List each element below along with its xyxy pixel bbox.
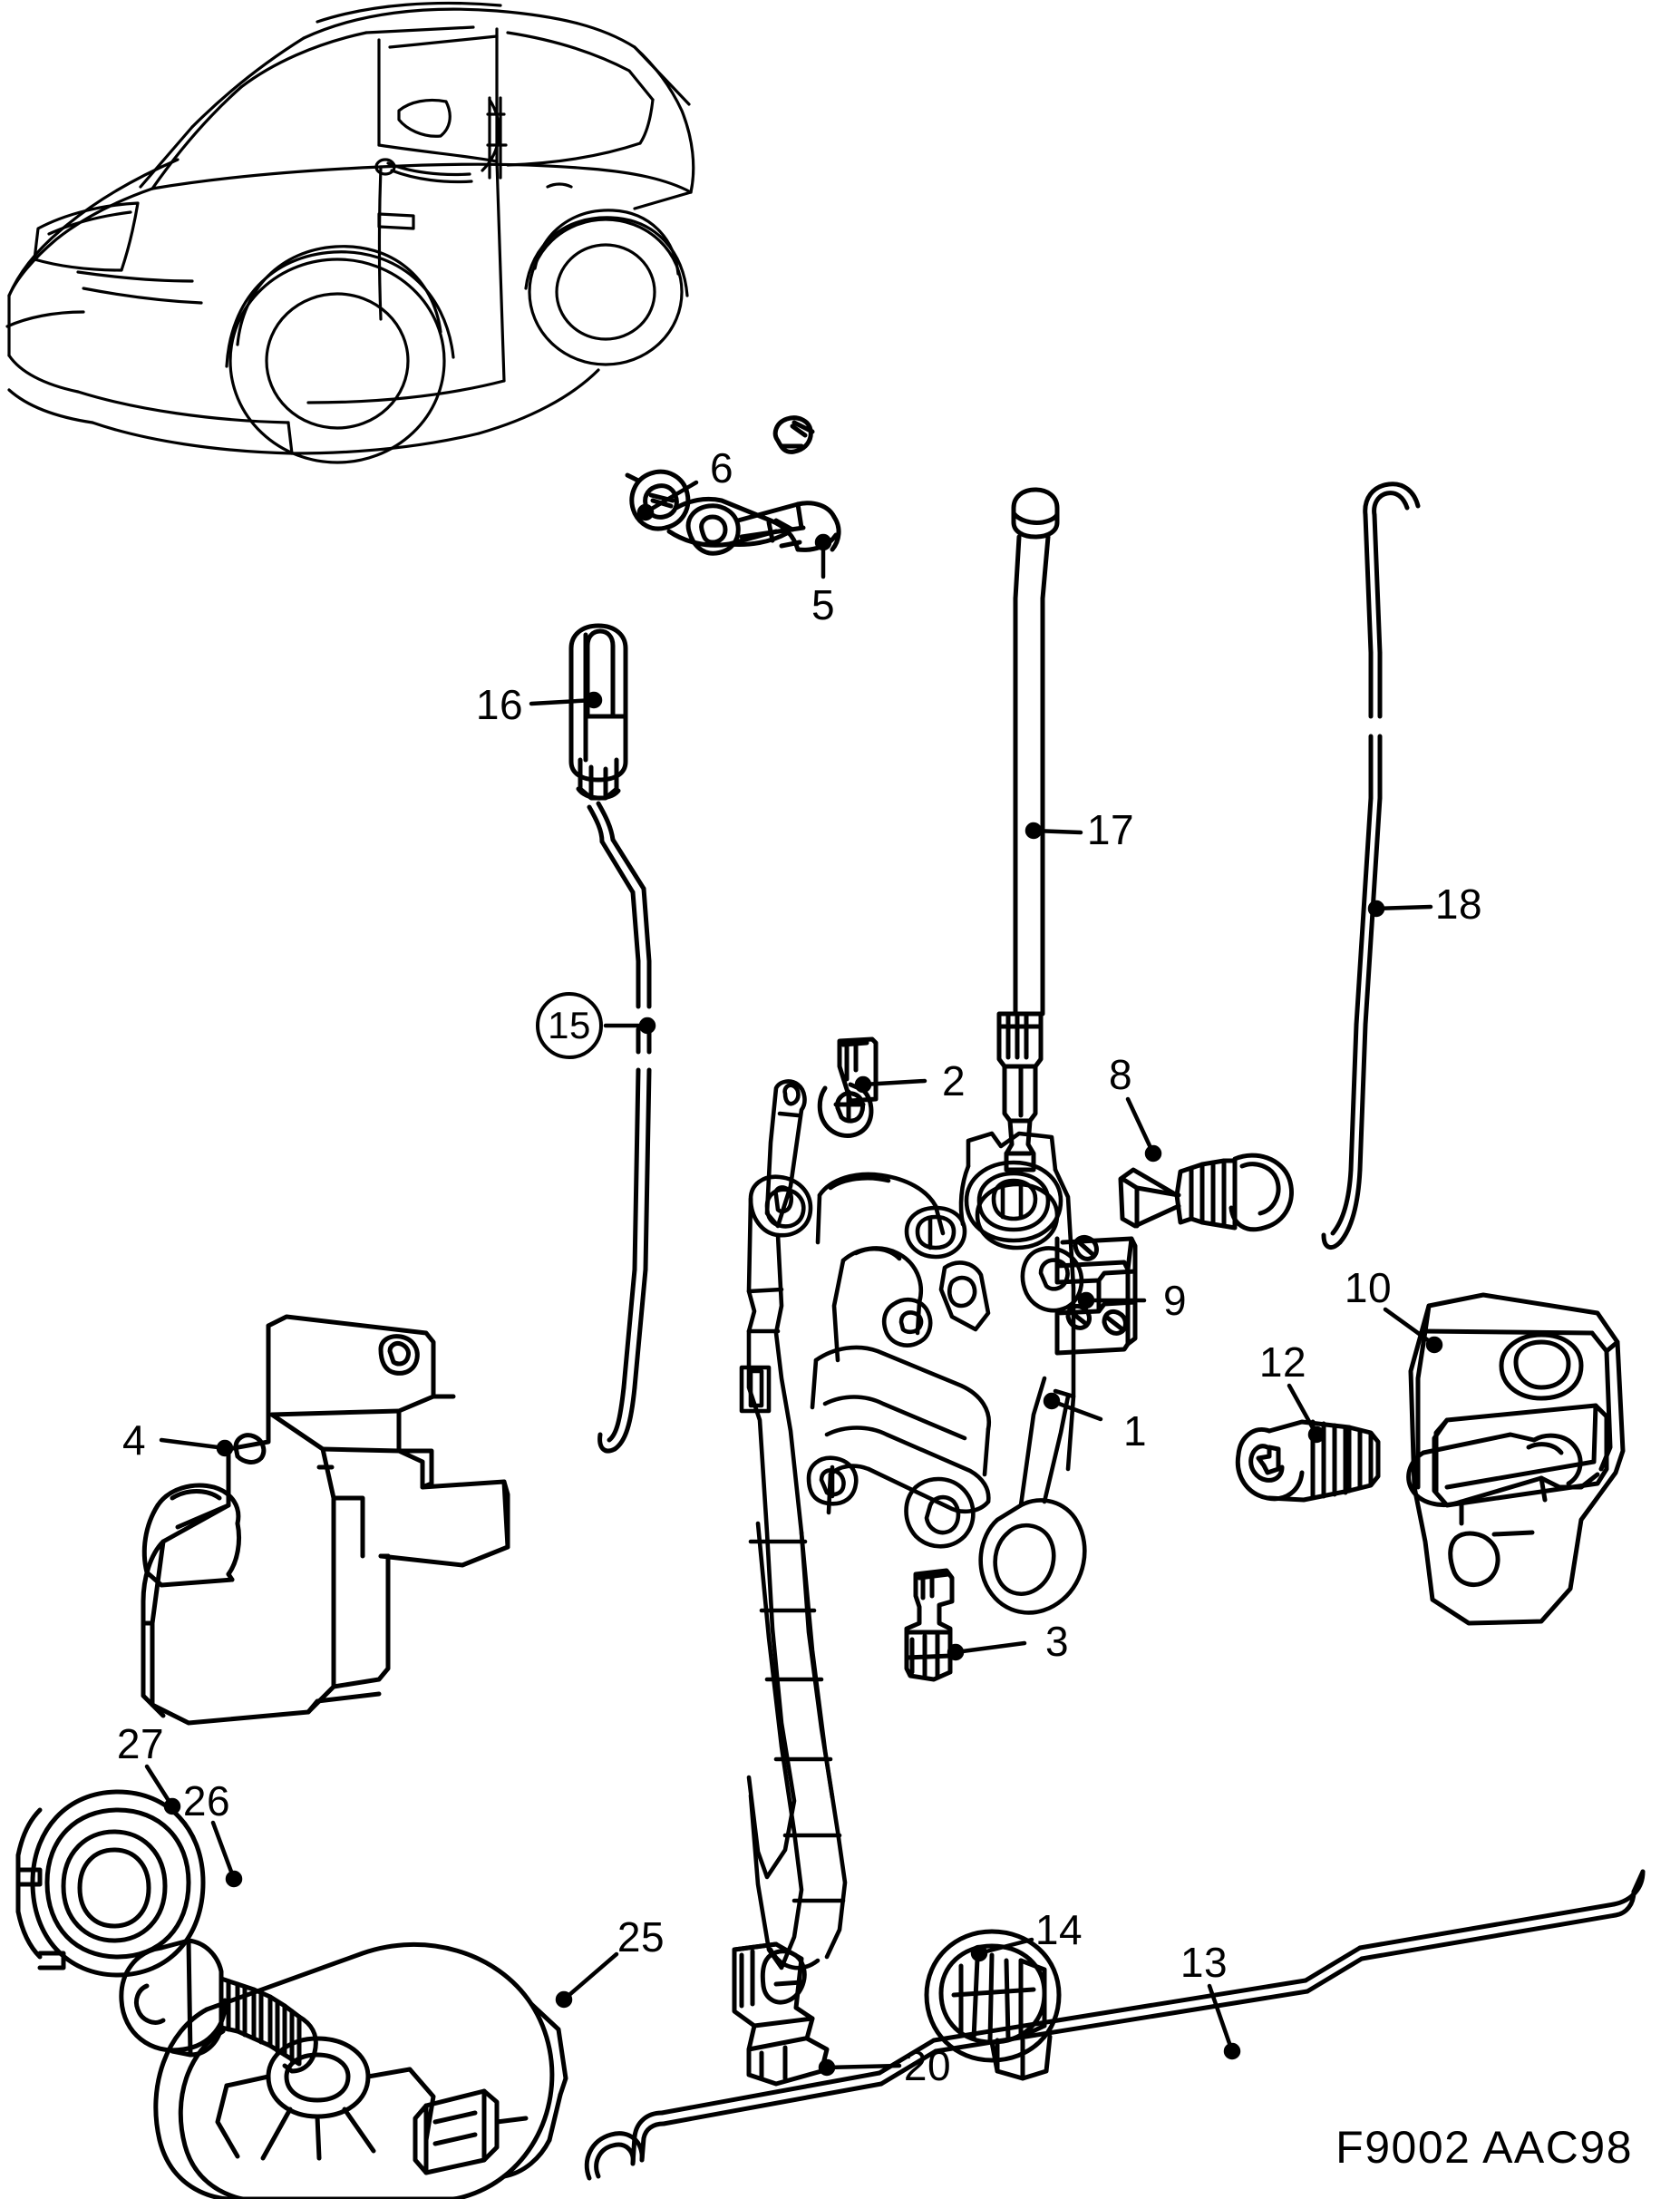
- leader-line-25: [561, 1951, 619, 2002]
- leader-dot-27: [163, 1797, 181, 1815]
- part-5-bracket-arm: [666, 496, 841, 556]
- leader-line-16: [529, 697, 597, 706]
- car-illustration: [5, 1, 695, 464]
- leader-dot-8: [1144, 1144, 1162, 1163]
- leader-line-18: [1374, 904, 1433, 911]
- callout-4: 4: [121, 1416, 147, 1464]
- callout-3: 3: [1044, 1618, 1070, 1665]
- part-2-rod-clip: [817, 1036, 879, 1138]
- leader-line-14: [976, 1937, 1034, 1956]
- callout-1: 1: [1122, 1407, 1148, 1455]
- part-17-lock-cylinder-rod: [996, 487, 1060, 1172]
- leader-dot-4: [216, 1439, 234, 1457]
- leader-dot-1: [1043, 1392, 1061, 1410]
- leader-dot-10: [1425, 1336, 1443, 1354]
- leader-line-13: [1207, 1983, 1235, 2054]
- callout-10: 10: [1344, 1264, 1393, 1311]
- leader-dot-18: [1367, 900, 1385, 918]
- part-15-lock-button-rod: [587, 801, 652, 1454]
- callout-15: 15: [536, 992, 603, 1059]
- leader-dot-5: [814, 533, 832, 551]
- part-8-lock-cylinder-screw: [1118, 1153, 1294, 1232]
- leader-line-1: [1049, 1398, 1103, 1422]
- leader-dot-20: [818, 2058, 836, 2077]
- part-27-actuator-bushing: [15, 1789, 206, 1978]
- leader-line-26: [210, 1820, 237, 1882]
- part-16-lock-button-knob: [568, 623, 628, 801]
- part-1-door-lock-assembly: [739, 1079, 1087, 1970]
- leader-dot-26: [225, 1870, 243, 1888]
- leader-dot-15: [638, 1017, 656, 1035]
- leader-dot-14: [970, 1944, 988, 1962]
- callout-25: 25: [617, 1913, 665, 1961]
- leader-dot-12: [1307, 1425, 1326, 1444]
- callout-12: 12: [1258, 1338, 1307, 1386]
- leader-dot-17: [1025, 822, 1043, 840]
- leader-dot-13: [1223, 2042, 1241, 2060]
- callout-leader-lines: [144, 480, 1443, 2077]
- part-13-exterior-handle-rod: [584, 1869, 1646, 2181]
- leader-line-8: [1125, 1096, 1156, 1156]
- part-10-door-striker: [1406, 1292, 1626, 1626]
- leader-line-20: [824, 2063, 902, 2070]
- callout-6: 6: [709, 444, 734, 491]
- leader-dot-25: [555, 1990, 573, 2009]
- part-4-inner-door-handle-cover: [141, 1314, 510, 1726]
- part-9-lock-retaining-plate: [1054, 1234, 1138, 1356]
- leader-dot-2: [854, 1075, 872, 1094]
- callout-9: 9: [1162, 1277, 1188, 1324]
- callout-26: 26: [182, 1777, 231, 1824]
- callout-5: 5: [811, 581, 836, 628]
- leader-dot-16: [585, 691, 603, 709]
- part-5-lock-lever-bracket: [625, 469, 691, 531]
- part-12-striker-torx-screw: [1235, 1419, 1381, 1503]
- leader-dot-6: [636, 503, 655, 521]
- part-18-interior-handle-rod: [1321, 482, 1421, 1250]
- callout-20: 20: [903, 2042, 952, 2089]
- callout-2: 2: [941, 1057, 966, 1104]
- leader-line-3: [953, 1640, 1027, 1655]
- leader-line-12: [1287, 1383, 1319, 1437]
- callout-18: 18: [1434, 881, 1483, 928]
- callout-14: 14: [1034, 1906, 1083, 1953]
- leader-line-10: [1383, 1307, 1437, 1348]
- leader-dot-3: [947, 1643, 965, 1661]
- leader-line-4: [159, 1437, 228, 1451]
- callout-8: 8: [1108, 1051, 1133, 1098]
- callout-17: 17: [1086, 806, 1135, 853]
- leader-line-2: [860, 1078, 927, 1087]
- leader-line-6: [643, 480, 699, 515]
- part-26-actuator-screw: [119, 1938, 318, 2074]
- figure-code: F9002 AAC98: [1335, 2122, 1633, 2173]
- leader-dot-9: [1077, 1291, 1095, 1309]
- part-6-lever-nut: [772, 415, 815, 454]
- callout-16: 16: [475, 681, 524, 728]
- part-3-lock-rod-retainer: [904, 1568, 955, 1682]
- callout-13: 13: [1180, 1939, 1228, 1986]
- part-25-door-lock-actuator: [153, 1941, 568, 2199]
- callout-27: 27: [116, 1720, 165, 1767]
